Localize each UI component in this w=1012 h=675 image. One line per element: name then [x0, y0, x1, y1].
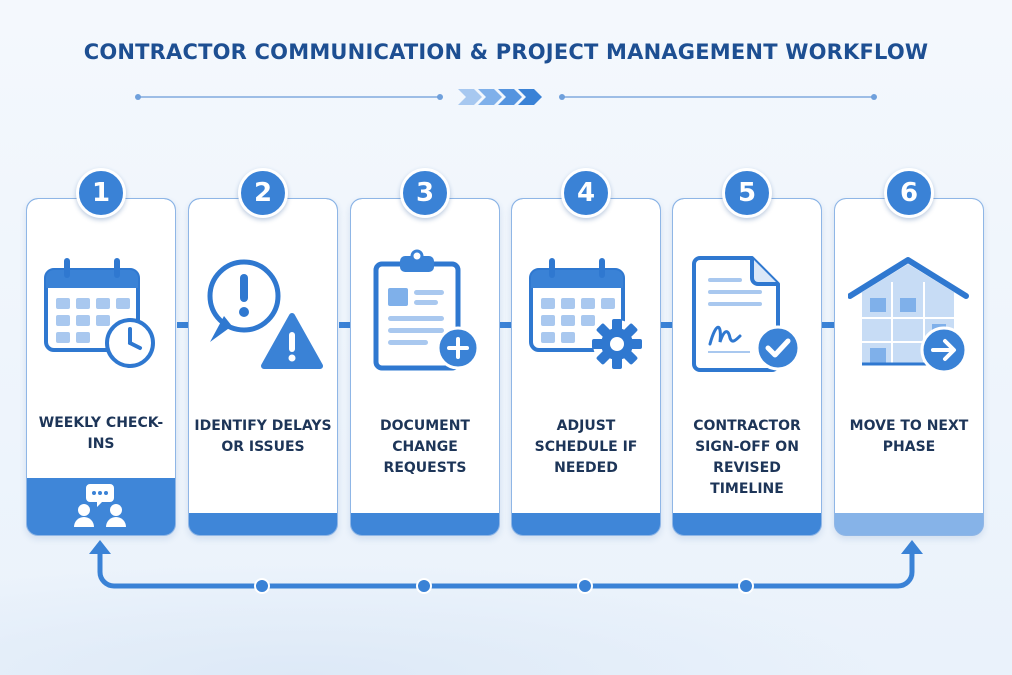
step-label: Adjust Schedule if Needed	[534, 418, 638, 476]
step-label: Weekly Check-ins	[38, 415, 164, 452]
calendar-clock-icon	[44, 258, 155, 368]
step-6: 6 Move to Next Phase	[834, 168, 984, 536]
title-divider	[135, 89, 877, 105]
step-number-badge: 1	[76, 168, 126, 218]
step-number-badge: 5	[722, 168, 772, 218]
step-number-badge: 2	[238, 168, 288, 218]
house-arrow-icon	[848, 257, 969, 374]
chat-people-icon	[74, 484, 126, 527]
step-4: 4	[511, 168, 661, 536]
calendar-gear-icon	[529, 258, 642, 369]
step-number-badge: 6	[884, 168, 934, 218]
step-label: Identify Delays or Issues	[194, 418, 332, 455]
alert-magnifier-icon	[207, 259, 323, 369]
page-title: CONTRACTOR COMMUNICATION & PROJECT MANAG…	[83, 40, 929, 64]
chevrons-icon	[458, 89, 542, 105]
step-5: 5 Contractor Sign-off on Revised Timelin…	[672, 168, 822, 536]
step-label: Document Change Requests	[380, 418, 470, 476]
step-number-badge: 3	[400, 168, 450, 218]
background-wave	[0, 545, 1012, 675]
step-label: Contractor Sign-off on Revised Timeline	[693, 418, 801, 497]
step-3: 3 Document Change Requests	[350, 168, 500, 536]
signed-document-check-icon	[692, 256, 801, 372]
step-number-badge: 4	[561, 168, 611, 218]
feedback-loop-arrow	[89, 540, 923, 594]
step-label: Move to Next Phase	[849, 418, 969, 455]
clipboard-plus-icon	[373, 249, 480, 371]
step-2: 2 Identify Delays or Issues	[188, 168, 338, 536]
step-1: 1 Weekly Check-ins	[26, 168, 176, 536]
